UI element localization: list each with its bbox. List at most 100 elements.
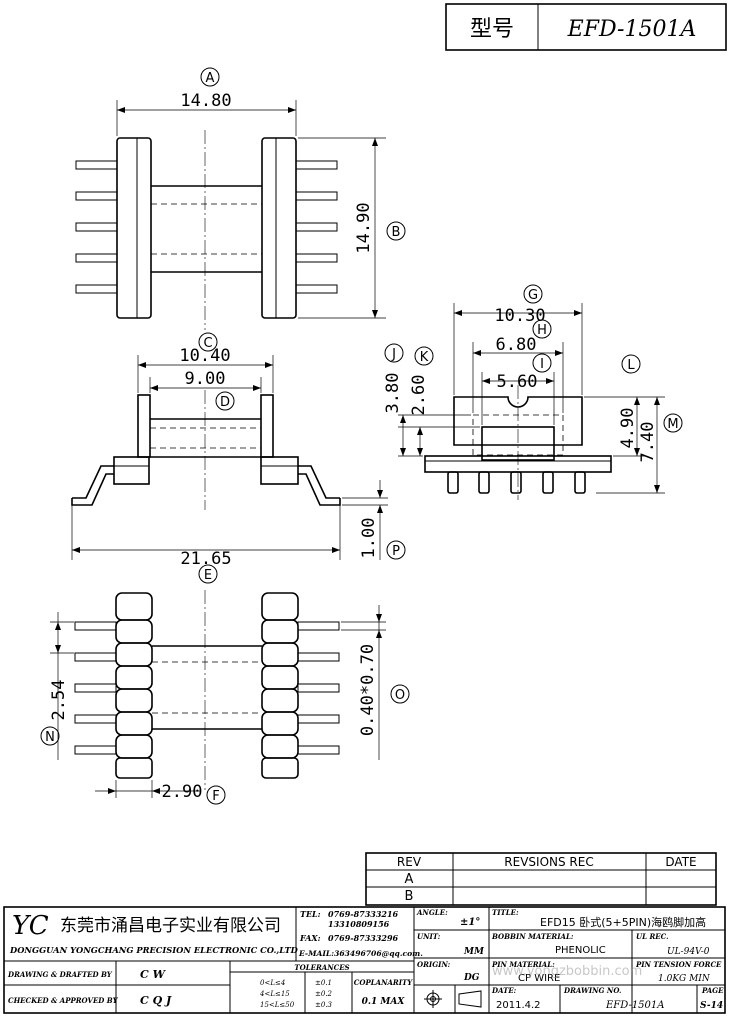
page-label: PAGE	[701, 986, 724, 995]
top-pins-left	[75, 160, 118, 294]
front-pins	[447, 471, 586, 494]
rec-header: REVSIONS REC	[504, 855, 593, 869]
origin: DG	[463, 973, 480, 983]
dim-b: 14.90	[354, 202, 374, 253]
dim-n: 2.54	[49, 680, 69, 721]
bobbin: PHENOLIC	[555, 945, 606, 956]
header-model: EFD-1501A	[567, 17, 697, 42]
drawn-label: DRAWING & DRAFTED BY	[7, 970, 113, 979]
tag-m: M	[667, 417, 678, 432]
tag-c: C	[203, 336, 212, 351]
tag-g: G	[528, 288, 538, 303]
unit: MM	[463, 947, 485, 957]
origin-label: ORIGIN:	[417, 960, 451, 969]
tag-k: K	[420, 350, 429, 365]
bottom-pins-left	[74, 621, 117, 755]
title-label: TITLE:	[492, 908, 519, 917]
dwg: EFD-1501A	[605, 1000, 665, 1011]
view-front: 10.30 6.80 5.60 3.80 2.60 4.90 7.40	[383, 303, 665, 500]
revision-table: REV REVSIONS REC DATE A B	[365, 852, 717, 906]
tag-i: I	[540, 357, 544, 372]
dim-p: 1.00	[359, 518, 379, 559]
title-text: EFD15 卧式(5+5PIN)海鸥脚加高	[540, 915, 706, 929]
rev-row-b: B	[405, 889, 414, 904]
tag-e: E	[204, 568, 212, 583]
dim-i: 5.60	[497, 372, 538, 392]
tag-p: P	[392, 544, 400, 559]
dim-m: 7.40	[638, 422, 658, 463]
date: 2011.4.2	[496, 1000, 541, 1011]
dim-g: 10.30	[494, 306, 545, 326]
tol-range-3: 15<L≤50	[260, 1001, 295, 1009]
dim-h: 6.80	[496, 335, 537, 355]
header-label: 型号	[470, 17, 514, 42]
dim-f: 2.90	[162, 782, 203, 802]
angle-label: ANGLE:	[416, 908, 448, 917]
tol-value-3: ±0.3	[315, 1001, 333, 1009]
dim-j: 3.80	[383, 373, 403, 414]
tag-d: D	[220, 395, 230, 410]
bobbin-label: BOBBIN MATERIAL:	[491, 932, 574, 941]
bubble-tags: A B C D E F G H I J K L M N O P	[40, 67, 683, 805]
rev-header: REV	[397, 855, 422, 869]
top-pins-right	[295, 160, 338, 294]
company-logo: YC	[12, 911, 49, 941]
tol-value-2: ±0.2	[315, 990, 333, 998]
title-block: YC 东莞市涌昌电子实业有限公司 DONGGUAN YONGCHANG PREC…	[3, 906, 726, 1014]
checked: C Q J	[140, 994, 172, 1007]
angle: ±1°	[460, 917, 480, 928]
dim-d: 9.00	[185, 369, 226, 389]
fax: 0769-87333296	[328, 933, 399, 943]
dwg-label: DRAWING NO.	[563, 986, 621, 995]
tag-a: A	[206, 71, 215, 86]
fax-label: FAX:	[299, 933, 321, 943]
coplanarity-label: COPLANARITY	[354, 978, 413, 987]
ul: UL-94V-0	[667, 947, 710, 957]
tag-j: J	[391, 347, 396, 362]
bottom-flange-left	[115, 592, 153, 779]
tol-range-1: 0<L≤4	[260, 979, 285, 987]
tag-h: H	[537, 323, 547, 338]
pin-label: PIN MATERIAL:	[491, 960, 555, 969]
tag-b: B	[392, 225, 401, 240]
ul-label: UL REC.	[636, 932, 669, 941]
email: E-MAIL:363496706@qq.com.	[298, 949, 423, 958]
tol-value-1: ±0.1	[315, 979, 332, 987]
dim-k: 2.60	[409, 375, 429, 416]
coplanarity: 0.1 MAX	[362, 997, 406, 1007]
company-name-en: DONGGUAN YONGCHANG PRECISION ELECTRONIC …	[9, 945, 299, 956]
bottom-pins-right	[297, 621, 340, 755]
dim-o: 0.40*0.70	[358, 644, 378, 736]
pin: CP WIRE	[518, 973, 560, 984]
view-bottom: 2.54 0.40*0.70 2.90	[49, 590, 386, 802]
dim-c: 10.40	[179, 346, 230, 366]
tel-2: 13310809156	[328, 919, 390, 929]
header-box: 型号 EFD-1501A	[445, 3, 727, 51]
rev-row-a: A	[405, 872, 414, 887]
watermark: www.yongzbobbin.com	[492, 964, 642, 979]
tel-1: 0769-87333216	[328, 909, 399, 919]
tag-l: L	[627, 358, 635, 373]
projection-symbol-icon	[424, 990, 482, 1008]
tag-o: O	[395, 688, 405, 703]
dim-e: 21.65	[180, 549, 231, 569]
view-top: 14.80 14.90	[75, 91, 386, 330]
tag-n: N	[45, 730, 55, 745]
date-label: DATE:	[491, 986, 517, 995]
dim-a: 14.80	[180, 91, 231, 111]
dim-l: 4.90	[618, 408, 638, 449]
tension-label: PIN TENSION FORCE	[635, 960, 722, 969]
view-side: 10.40 9.00 21.65 1.00	[71, 346, 388, 569]
tol-label: TOLERANCES	[294, 963, 349, 972]
tag-f: F	[212, 789, 219, 804]
unit-label: UNIT:	[417, 932, 441, 941]
checked-label: CHECKED & APPROVED BY	[8, 996, 119, 1005]
page: S-14	[700, 1001, 723, 1011]
drawn: C W	[140, 968, 167, 981]
tol-range-2: 4<L≤15	[259, 990, 290, 998]
tel-label: TEL:	[300, 909, 321, 919]
date-header: DATE	[665, 855, 696, 869]
company-name-cn: 东莞市涌昌电子实业有限公司	[60, 916, 281, 936]
tension: 1.0KG MIN	[658, 974, 711, 984]
